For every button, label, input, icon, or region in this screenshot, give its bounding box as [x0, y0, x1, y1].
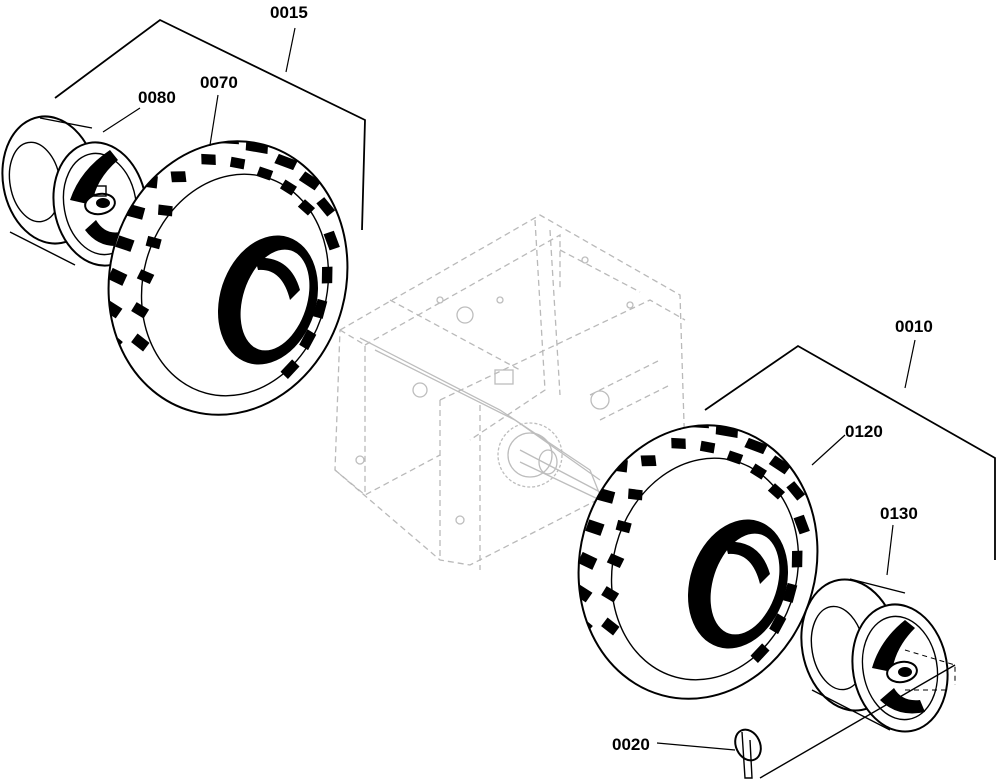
callout-0120: 0120 — [845, 422, 883, 441]
leader-0070 — [209, 94, 219, 146]
callout-0130: 0130 — [880, 504, 918, 523]
leader-0020 — [656, 742, 736, 751]
callout-0015: 0015 — [270, 3, 308, 22]
bracket-0010 — [704, 339, 996, 560]
leader-0120 — [811, 434, 846, 466]
bracket-0015 — [54, 18, 366, 231]
callout-0020: 0020 — [612, 735, 650, 754]
callout-0070: 0070 — [200, 73, 238, 92]
tire-left — [101, 132, 349, 416]
leader-0080 — [102, 107, 141, 133]
hairpin-clip — [734, 728, 762, 779]
chassis-frame-ghost — [334, 214, 686, 570]
callout-0010: 0010 — [895, 317, 933, 336]
tire-right — [571, 416, 819, 700]
rim-right — [759, 578, 956, 779]
callout-0080: 0080 — [138, 88, 176, 107]
leader-0130 — [886, 524, 894, 576]
